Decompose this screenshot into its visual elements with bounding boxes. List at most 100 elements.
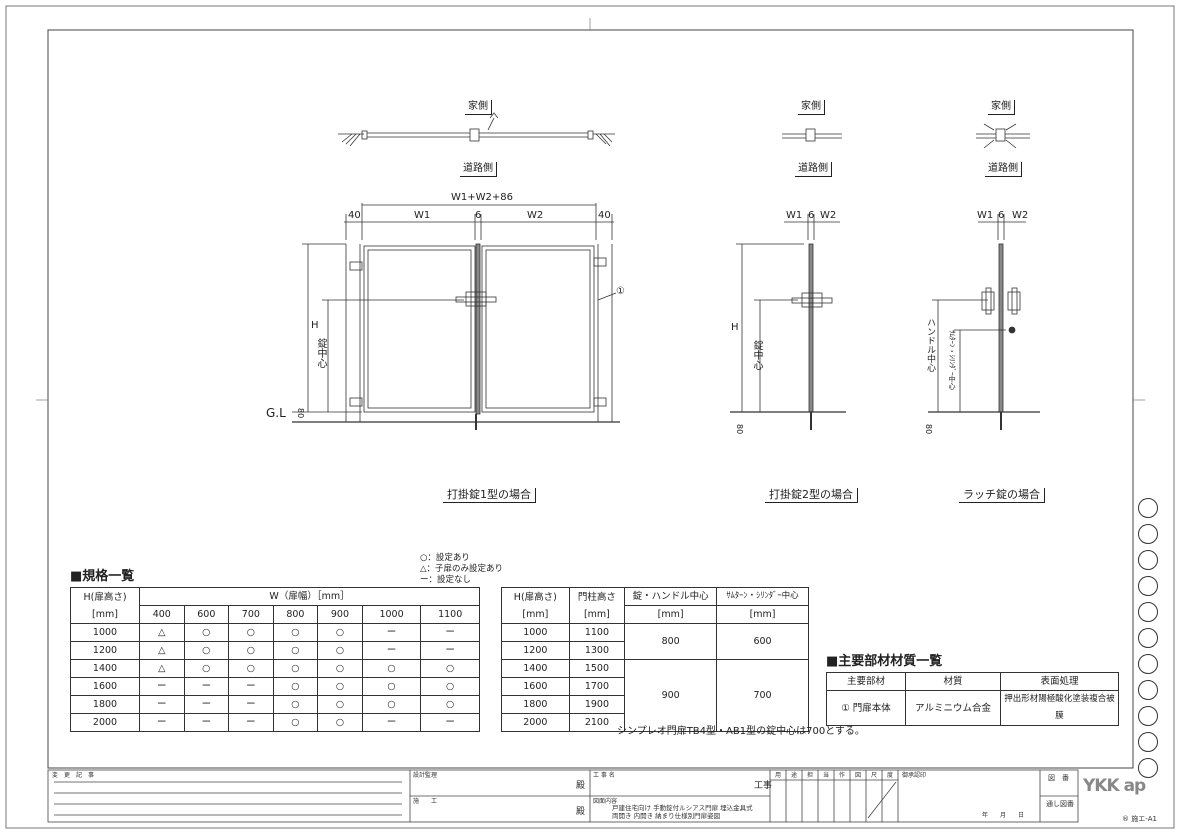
height-cell: 1600	[70, 677, 140, 696]
lock-center-label: 錠中心	[751, 340, 762, 370]
project-suffix: 工事	[754, 781, 773, 791]
value-cell: ー	[361, 641, 422, 660]
value-cell: ー	[183, 677, 230, 696]
material-cell: アルミニウム合金	[905, 690, 1001, 726]
spec-table: H(扉高さ)[mm] W（扉幅）［mm］ 400 600 700 800 900…	[70, 587, 480, 732]
value-cell: ○	[228, 641, 274, 660]
width-cell: 600	[183, 605, 230, 624]
lock-center-header: 錠・ハンドル中心	[624, 587, 718, 606]
table-row: 1400 1500 900 700	[501, 659, 809, 732]
value-cell: ー	[183, 695, 230, 714]
post-cell: 1500	[568, 659, 626, 678]
handle-center-label: ハンドル中心	[925, 318, 935, 372]
lock-unit: [mm]	[624, 605, 718, 624]
approval-label: 御承認印	[902, 772, 927, 779]
post-cell: 1700	[568, 677, 626, 696]
drawing-no-label: 図 番	[1048, 774, 1069, 782]
material-heading: ■主要部材材質一覧	[826, 654, 943, 669]
value-cell: ○	[361, 695, 422, 714]
part-marker: ①	[616, 286, 625, 297]
header-cell: 材質	[905, 672, 1001, 691]
w1-dimension: W1	[414, 210, 431, 221]
table-header-row: 主要部材 材質 表面処理	[826, 672, 1119, 691]
stamp-cell: 尺	[871, 772, 878, 779]
h-header: H(扉高さ)[mm]	[70, 587, 140, 624]
value-cell: ○	[361, 659, 422, 678]
value-cell: ー	[139, 695, 185, 714]
stamp-cell: 図	[855, 772, 862, 779]
value-cell: ○	[420, 695, 480, 714]
height-cell: 2000	[501, 713, 570, 732]
w2-dimension: W2	[527, 210, 544, 221]
value-cell: ー	[361, 623, 422, 642]
content-line1: 戸建住宅向け 手動錠付ルシアス門扉 埋込金具式	[612, 804, 753, 812]
caption-latch-type1: 打掛錠1型の場合	[443, 488, 536, 503]
w2-dimension: W2	[820, 210, 837, 221]
table-row: ① 門扉本体 アルミニウム合金 押出形材陽極酸化塗装複合被膜	[826, 690, 1119, 726]
height-cell: 1200	[501, 641, 570, 660]
stamp-cell: 途	[791, 772, 798, 779]
value-cell: ー	[228, 695, 274, 714]
revision-label: 変 更 記 事	[52, 772, 95, 779]
value-cell: ー	[228, 713, 274, 732]
height-cell: 2000	[70, 713, 140, 732]
value-cell: ー	[139, 713, 185, 732]
table-row: 1000 △ ○ ○ ○ ○ ー ー	[70, 623, 480, 642]
stamp-cell: 作	[839, 772, 846, 779]
header-cell: 表面処理	[1000, 672, 1119, 691]
value-cell: ー	[420, 623, 480, 642]
margin-circle	[1138, 706, 1158, 726]
thumbturn-center-header: ｻﾑﾀｰﾝ・ｼﾘﾝﾀﾞｰ中心	[716, 587, 809, 606]
value-cell: ー	[139, 677, 185, 696]
margin-circle	[1138, 524, 1158, 544]
width-cell: 900	[317, 605, 363, 624]
margin-circle	[1138, 498, 1158, 518]
brand-logo: YKK ap	[1083, 776, 1146, 796]
value-cell: ー	[228, 677, 274, 696]
foot-dimension: 80	[924, 424, 933, 435]
header-cell: 主要部材	[826, 672, 906, 691]
center-gap-dimension: 6	[475, 210, 482, 221]
width-cell: 700	[228, 605, 274, 624]
margin-circle	[1138, 758, 1158, 778]
width-cell: 400	[139, 605, 185, 624]
value-cell: ○	[420, 659, 480, 678]
ground-level-label: G.L	[266, 406, 286, 420]
stamp-cell: 担	[807, 772, 814, 779]
road-side-label: 道路側	[985, 162, 1022, 177]
serial-no-label: 通し図番	[1046, 800, 1074, 808]
legend-unavailable: ー：設定なし	[420, 575, 472, 585]
foot-dimension: 80	[296, 408, 305, 419]
table-row: 1600 ー ー ー ○ ○ ○ ○	[70, 677, 480, 696]
house-side-label: 家側	[465, 100, 492, 115]
w1-dimension: W1	[977, 210, 994, 221]
value-cell: ー	[420, 641, 480, 660]
value-cell: ○	[183, 641, 230, 660]
w1-dimension: W1	[786, 210, 803, 221]
height-cell: 1000	[501, 623, 570, 642]
house-side-label: 家側	[798, 100, 825, 115]
road-side-label: 道路側	[460, 162, 497, 177]
value-cell: △	[139, 641, 185, 660]
height-cell: 1200	[70, 641, 140, 660]
width-cell: 1100	[420, 605, 480, 624]
height-cell: 1800	[501, 695, 570, 714]
foot-dimension: 80	[735, 424, 744, 435]
value-cell: ○	[272, 677, 319, 696]
post-cell: 2100	[568, 713, 626, 732]
table-row: 1600 1700	[501, 677, 809, 696]
post-cell: 1900	[568, 695, 626, 714]
thumb-unit: [mm]	[716, 605, 809, 624]
post-height-table: H(扉高さ)[mm] 門柱高さ[mm] 錠・ハンドル中心 ｻﾑﾀｰﾝ・ｼﾘﾝﾀﾞ…	[501, 587, 809, 732]
table-row: 2000 2100	[501, 713, 809, 732]
value-cell: ○	[361, 677, 422, 696]
material-table: 主要部材 材質 表面処理 ① 門扉本体 アルミニウム合金 押出形材陽極酸化塗装複…	[826, 672, 1119, 726]
post-header: 門柱高さ[mm]	[568, 587, 626, 624]
stamp-cell: 度	[887, 772, 894, 779]
right-post-dimension: 40	[598, 210, 611, 221]
width-cell: 1000	[361, 605, 422, 624]
height-cell: 1400	[501, 659, 570, 678]
height-cell: 1800	[70, 695, 140, 714]
value-cell: ○	[272, 713, 319, 732]
center-gap-dimension: 6	[808, 210, 815, 221]
